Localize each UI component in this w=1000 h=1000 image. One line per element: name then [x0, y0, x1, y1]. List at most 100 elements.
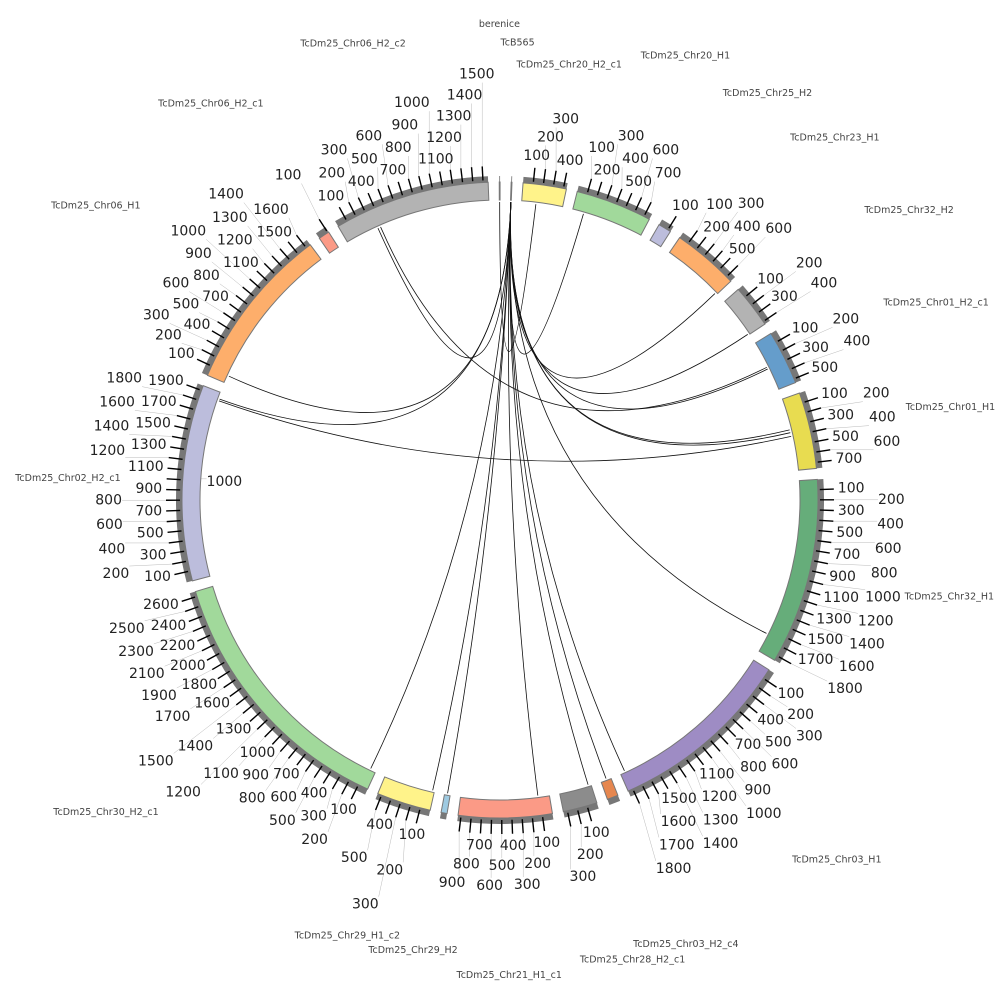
tick-label-leader	[211, 261, 243, 288]
axis-tick	[791, 362, 805, 370]
sector-tcdm25-chr23-h1[interactable]	[668, 230, 739, 295]
sector-tcdm25-chr25-h2[interactable]	[649, 215, 677, 248]
tick-label: 600	[355, 128, 382, 144]
sector-block[interactable]	[758, 478, 819, 661]
sector-berenice[interactable]	[498, 175, 501, 201]
axis-tick	[377, 188, 384, 203]
tick-label: 1400	[703, 836, 739, 852]
sector-block[interactable]	[510, 181, 513, 201]
sector-tcdm25-chr06-h2-c1[interactable]	[315, 218, 340, 254]
sector-block[interactable]	[377, 776, 435, 811]
sector-block[interactable]	[559, 785, 598, 813]
axis-tick	[710, 740, 721, 752]
tick-label: 1600	[194, 695, 230, 711]
axis-tick	[481, 166, 484, 181]
sector-tcdm25-chr01-h1[interactable]	[781, 390, 832, 471]
sector-block[interactable]	[498, 181, 501, 201]
sector-tcdm25-chr32-h1[interactable]	[758, 478, 835, 665]
tick-label-leader	[795, 327, 833, 344]
tick-label: 1500	[138, 753, 174, 769]
sector-block[interactable]	[781, 392, 817, 471]
tick-label: 1800	[656, 861, 692, 877]
sector-tcdm25-chr29-h2[interactable]	[439, 794, 451, 820]
sector-block[interactable]	[206, 244, 322, 384]
sector-tcdm25-chr02-h2-c1[interactable]	[165, 383, 221, 583]
sector-block[interactable]	[440, 794, 451, 815]
axis-tick	[235, 695, 248, 706]
sector-tcdm25-chr20-h1[interactable]	[572, 178, 653, 236]
tick-label-leader	[326, 788, 333, 809]
tick-label: 100	[523, 148, 550, 164]
sector-tcb565[interactable]	[510, 176, 513, 201]
tick-label: 1600	[99, 394, 135, 410]
axis-tick	[696, 236, 707, 249]
sector-block[interactable]	[457, 795, 554, 819]
tick-label-leader	[169, 323, 207, 341]
tick-label-leader	[827, 563, 871, 566]
sector-tcdm25-chr32-h2[interactable]	[724, 285, 777, 335]
axis-tick	[174, 425, 189, 430]
tick-label-leader	[199, 312, 218, 322]
tick-label: 1200	[701, 789, 737, 805]
axis-tick	[531, 818, 535, 833]
axis-tick	[166, 520, 181, 523]
sector-block[interactable]	[521, 182, 568, 208]
axis-tick	[186, 384, 200, 391]
tick-label: 1700	[659, 837, 695, 853]
sector-block[interactable]	[600, 777, 619, 800]
sector-block[interactable]	[194, 585, 376, 790]
axis-tick	[415, 809, 421, 824]
sector-tcdm25-chr20-h2-c1[interactable]	[521, 167, 568, 208]
sector-tcdm25-chr29-h1-c2[interactable]	[374, 776, 435, 824]
axis-tick	[812, 428, 827, 433]
tick-label: 800	[239, 791, 266, 807]
tick-label: 1800	[827, 681, 863, 697]
axis-tick	[407, 178, 413, 193]
tick-label: 1000	[240, 745, 276, 761]
tick-label: 1400	[849, 637, 885, 653]
axis-tick	[256, 719, 268, 730]
tick-label: 400	[184, 317, 211, 333]
tick-label: 400	[366, 817, 393, 833]
tick-label: 900	[829, 569, 856, 585]
tick-label-leader	[200, 729, 258, 785]
sector-tcdm25-chr03-h2-c4[interactable]	[600, 777, 621, 805]
tick-label-leader	[268, 751, 281, 768]
axis-tick	[196, 358, 211, 366]
tick-label: 1000	[170, 223, 206, 239]
sector-block[interactable]	[620, 659, 770, 792]
axis-tick	[782, 343, 796, 351]
tick-label: 100	[792, 320, 819, 336]
tick-label-leader	[176, 669, 213, 689]
axis-tick	[810, 417, 825, 423]
tick-label: 600	[765, 221, 792, 237]
tick-label-leader	[129, 563, 173, 567]
tick-label: 900	[185, 246, 212, 262]
sector-tcdm25-chr06-h1[interactable]	[196, 234, 322, 384]
sector-tcdm25-chr21-h1-c1[interactable]	[457, 795, 554, 834]
sector-block[interactable]	[649, 223, 672, 248]
sector-block[interactable]	[668, 236, 732, 295]
sector-block[interactable]	[318, 231, 340, 254]
sector-tcdm25-chr28-h2-c1[interactable]	[559, 785, 599, 827]
sector-tcdm25-chr30-h2-c1[interactable]	[181, 585, 376, 800]
sector-tcdm25-chr01-h2-c1[interactable]	[754, 330, 810, 390]
tick-label-leader	[804, 349, 844, 364]
tick-label: 1600	[661, 814, 697, 830]
tick-label: 200	[863, 386, 890, 402]
tick-label: 500	[173, 297, 200, 313]
tick-label-leader	[367, 809, 376, 851]
sector-block[interactable]	[337, 181, 490, 243]
axis-tick	[179, 404, 194, 410]
sector-block[interactable]	[754, 332, 797, 390]
tick-label: 200	[703, 220, 730, 236]
sector-block[interactable]	[724, 288, 766, 335]
sector-axis-strip	[607, 795, 621, 805]
sector-axis-strip	[201, 239, 311, 376]
axis-tick	[739, 711, 751, 722]
tick-label-leader	[134, 410, 177, 416]
sector-tcdm25-chr06-h2-c2[interactable]	[335, 166, 490, 243]
sector-block[interactable]	[572, 190, 651, 236]
sector-block[interactable]	[181, 384, 221, 582]
sector-tcdm25-chr03-h1[interactable]	[620, 659, 777, 804]
